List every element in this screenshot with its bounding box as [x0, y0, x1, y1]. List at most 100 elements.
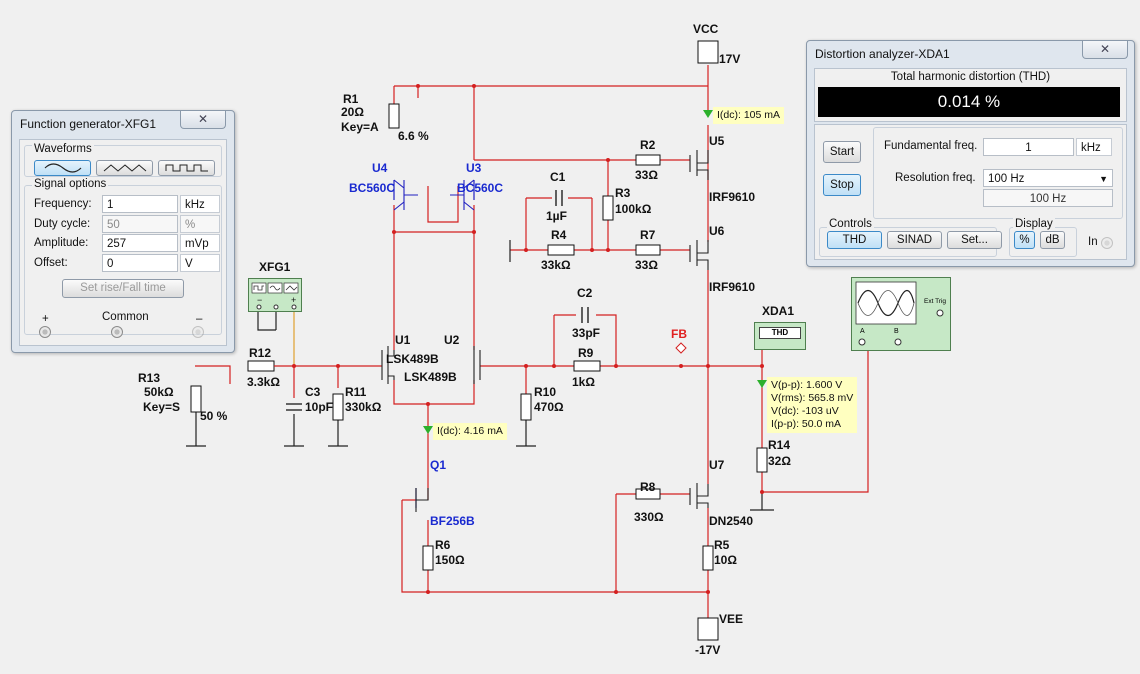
- frequency-settings-group: [873, 127, 1123, 219]
- probe-q1-current[interactable]: I(dc): 4.16 mA: [433, 423, 507, 440]
- square-wave-icon: [165, 164, 208, 172]
- thd-display-panel: Total harmonic distortion (THD) 0.014 %: [814, 68, 1127, 122]
- vee-voltage-label: -17V: [695, 643, 721, 657]
- r9-value: 1kΩ: [572, 375, 595, 389]
- u7-label: U7: [709, 458, 725, 472]
- r1-percent: 6.6 %: [398, 129, 429, 143]
- fundamental-freq-input[interactable]: 1: [983, 138, 1074, 156]
- plus-terminal-label: +: [42, 313, 49, 325]
- fundamental-freq-unit[interactable]: kHz: [1076, 138, 1112, 156]
- probe-vcc-current[interactable]: I(dc): 105 mA: [713, 107, 785, 124]
- square-wave-button[interactable]: [158, 160, 215, 176]
- frequency-unit[interactable]: kHz: [180, 195, 220, 213]
- c2-value: 33pF: [572, 326, 601, 340]
- in-terminal-connector[interactable]: [1101, 237, 1113, 249]
- offset-input[interactable]: 0: [102, 254, 178, 272]
- db-display-button[interactable]: dB: [1040, 231, 1065, 249]
- sine-wave-button[interactable]: [34, 160, 91, 176]
- signal-options-label: Signal options: [32, 178, 109, 190]
- triangle-wave-button[interactable]: [96, 160, 153, 176]
- common-terminal-connector[interactable]: [111, 326, 123, 338]
- thd-mode-button[interactable]: THD: [827, 231, 882, 249]
- fb-marker: [675, 342, 687, 354]
- scope-a-label: A: [860, 328, 865, 335]
- r9-label: R9: [578, 346, 594, 360]
- close-x-icon[interactable]: ✕: [180, 111, 226, 129]
- r6-label: R6: [435, 538, 451, 552]
- scope-ext-trig-label: Ext Trig: [924, 298, 947, 305]
- u1-model: LSK489B: [386, 352, 439, 366]
- triangle-wave-icon: [103, 164, 146, 172]
- q1-label: Q1: [430, 458, 447, 472]
- in-terminal-label: In: [1088, 236, 1098, 248]
- resolution-freq-select[interactable]: 100 Hz ▼: [983, 169, 1113, 187]
- set-rise-fall-time-button[interactable]: Set rise/Fall time: [62, 279, 184, 298]
- function-generator-window[interactable]: Function generator-XFG1 ✕ Waveforms Sign…: [11, 110, 235, 353]
- resistors: [190, 103, 768, 571]
- amplitude-label: Amplitude:: [34, 237, 89, 249]
- amplitude-unit[interactable]: mVp: [180, 234, 220, 252]
- u4-model: BC560C: [349, 181, 396, 195]
- waveforms-group: [24, 145, 222, 177]
- sinad-mode-button[interactable]: SINAD: [887, 231, 942, 249]
- analyzer-controls-panel: Start Stop Fundamental freq. 1 kHz Resol…: [814, 124, 1127, 260]
- xda1-instrument-icon[interactable]: THD: [754, 322, 806, 350]
- probe-ipp: I(p-p): 50.0 mA: [771, 418, 842, 430]
- oscilloscope-screen-icon: [855, 281, 944, 346]
- controls-label: Controls: [827, 218, 874, 230]
- duty-cycle-input[interactable]: 50: [102, 215, 178, 233]
- u3-model: BC560C: [457, 181, 504, 195]
- function-generator-panel: Waveforms Signal options Frequency: 1 kH…: [19, 139, 227, 346]
- vcc-voltage-label: 17V: [719, 52, 741, 66]
- r5-value: 10Ω: [714, 553, 737, 567]
- chevron-down-icon: ▼: [1099, 174, 1108, 184]
- capacitors: [286, 190, 589, 411]
- r7-value: 33Ω: [635, 258, 658, 272]
- minus-terminal-connector[interactable]: [192, 326, 204, 338]
- r13-label: R13: [138, 371, 161, 385]
- r1-key: Key=A: [341, 120, 379, 134]
- common-terminal-label: Common: [102, 311, 149, 323]
- offset-label: Offset:: [34, 257, 68, 269]
- minus-terminal-label: –: [196, 313, 203, 325]
- c3-value: 10pF: [305, 400, 334, 414]
- q1-model: BF256B: [430, 514, 475, 528]
- c2-label: C2: [577, 286, 593, 300]
- r11-label: R11: [345, 385, 367, 399]
- fundamental-freq-label: Fundamental freq.: [884, 140, 978, 152]
- sine-wave-icon: [44, 163, 81, 173]
- duty-cycle-label: Duty cycle:: [34, 218, 91, 230]
- r12-value: 3.3kΩ: [247, 375, 280, 389]
- probe-output-readings[interactable]: V(p-p): 1.600 V V(rms): 565.8 mV V(dc): …: [767, 377, 858, 433]
- junction-dots: [292, 84, 764, 594]
- resolution-freq-selected: 100 Hz: [988, 173, 1025, 185]
- vee-terminal: [697, 617, 719, 641]
- set-button[interactable]: Set...: [947, 231, 1002, 249]
- close-x-icon[interactable]: ✕: [1082, 41, 1128, 59]
- stop-button[interactable]: Stop: [823, 174, 861, 196]
- probe-markers: [423, 110, 767, 434]
- xfg1-waveform-icons: − +: [251, 282, 299, 310]
- oscilloscope-instrument-icon[interactable]: A B Ext Trig: [851, 277, 951, 351]
- distortion-analyzer-title: Distortion analyzer-XDA1: [815, 47, 950, 61]
- r12-label: R12: [249, 346, 272, 360]
- duty-cycle-unit[interactable]: %: [180, 215, 220, 233]
- distortion-analyzer-window[interactable]: Distortion analyzer-XDA1 ✕ Total harmoni…: [806, 40, 1135, 267]
- vee-label: VEE: [719, 612, 744, 626]
- u6-label: U6: [709, 224, 725, 238]
- fb-label: FB: [671, 327, 687, 341]
- xda1-label: XDA1: [762, 304, 795, 318]
- amplitude-input[interactable]: 257: [102, 234, 178, 252]
- c3-label: C3: [305, 385, 321, 399]
- percent-display-button[interactable]: %: [1014, 231, 1035, 249]
- offset-unit[interactable]: V: [180, 254, 220, 272]
- start-button[interactable]: Start: [823, 141, 861, 163]
- u6-model: IRF9610: [709, 280, 756, 294]
- r1-label: R1: [343, 92, 359, 106]
- c1-value: 1µF: [546, 209, 567, 223]
- xfg1-instrument-icon[interactable]: − +: [248, 278, 302, 312]
- r3-label: R3: [615, 186, 631, 200]
- frequency-input[interactable]: 1: [102, 195, 178, 213]
- plus-terminal-connector[interactable]: [39, 326, 51, 338]
